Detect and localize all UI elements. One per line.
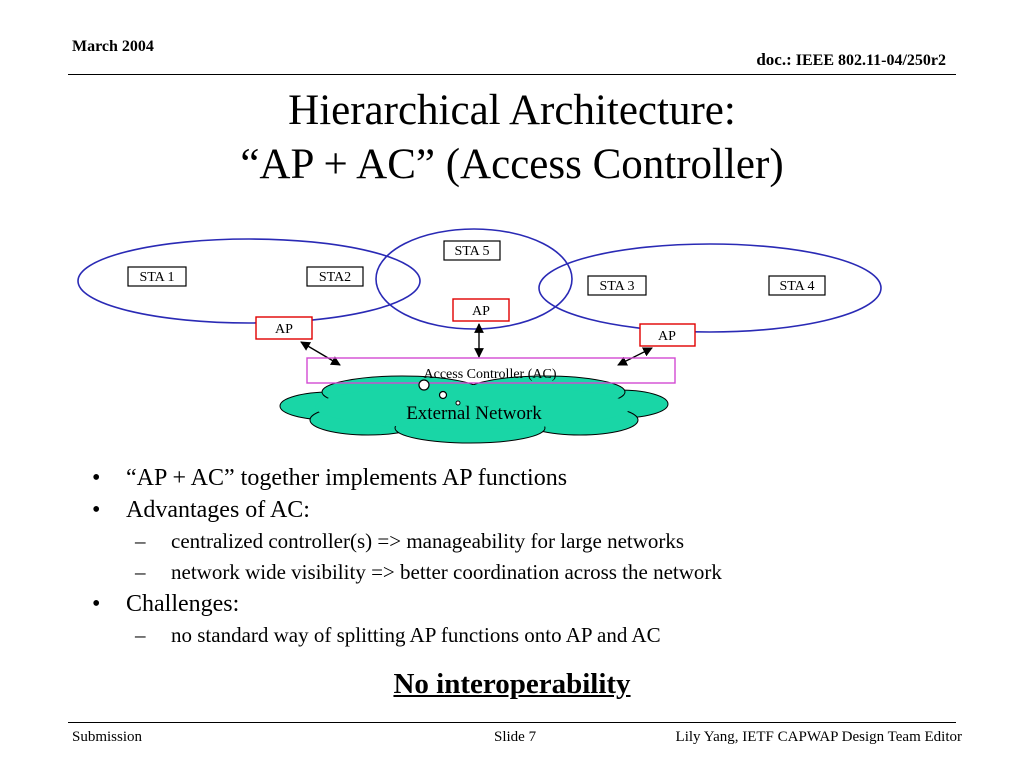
station-sta4: STA 4 [768, 275, 826, 296]
link-right-ap-to-ac [617, 347, 653, 366]
external-network-label: External Network [406, 403, 542, 424]
ac-label: Access Controller (AC) [424, 367, 557, 382]
thought-bubble-small [455, 400, 461, 406]
bullet-item: Advantages of AC: [92, 494, 952, 526]
footer-slide-number: Slide 7 [494, 729, 537, 745]
access-point-left: AP [255, 316, 313, 340]
footer-author: Lily Yang, IETF CAPWAP Design Team Edito… [675, 729, 962, 745]
header-date: March 2004 [72, 38, 154, 55]
coverage-cell-middle [375, 228, 573, 330]
access-point-middle: AP [452, 298, 510, 322]
external-network-cloud: External Network [279, 375, 669, 444]
station-sta5: STA 5 [443, 240, 501, 261]
doc-number: IEEE 802.11-04/250r2 [795, 52, 946, 69]
title-line-1: Hierarchical Architecture: [288, 87, 736, 134]
access-controller: Access Controller (AC) [306, 357, 676, 384]
title-line-2: “AP + AC” (Access Controller) [240, 140, 784, 188]
footer-rule [68, 722, 956, 723]
station-label: STA 1 [139, 270, 174, 285]
sub-bullet-item: centralized controller(s) => manageabili… [92, 526, 952, 557]
station-sta1: STA 1 [127, 266, 187, 287]
doc-prefix: doc.: [756, 50, 792, 69]
station-label: STA2 [319, 270, 351, 285]
ap-label: AP [275, 322, 293, 337]
access-point-right: AP [639, 323, 696, 347]
footer-submission: Submission [72, 729, 143, 745]
header-doc-id: doc.: IEEE 802.11-04/250r2 [756, 50, 946, 70]
bullet-item: “AP + AC” together implements AP functio… [92, 462, 952, 494]
ap-label: AP [658, 329, 676, 344]
conclusion-text: No interoperability [393, 668, 631, 700]
station-label: STA 4 [779, 279, 814, 294]
coverage-cell-right [538, 243, 882, 333]
sub-bullet-item: network wide visibility => better coordi… [92, 557, 952, 588]
header-rule [68, 74, 956, 75]
ap-label: AP [472, 304, 490, 319]
station-sta3: STA 3 [587, 275, 647, 296]
thought-bubble-medium [438, 390, 448, 400]
slide-title: Hierarchical Architecture: “AP + AC” (Ac… [0, 84, 1024, 192]
bullet-list: “AP + AC” together implements AP functio… [92, 462, 952, 651]
station-label: STA 3 [599, 279, 634, 294]
station-label: STA 5 [454, 244, 489, 259]
station-sta2: STA2 [306, 266, 364, 287]
thought-bubble-large [418, 379, 430, 391]
link-left-ap-to-ac [300, 341, 341, 366]
coverage-cell-left [77, 238, 421, 324]
bullet-item: Challenges: [92, 588, 952, 620]
sub-bullet-item: no standard way of splitting AP function… [92, 620, 952, 651]
